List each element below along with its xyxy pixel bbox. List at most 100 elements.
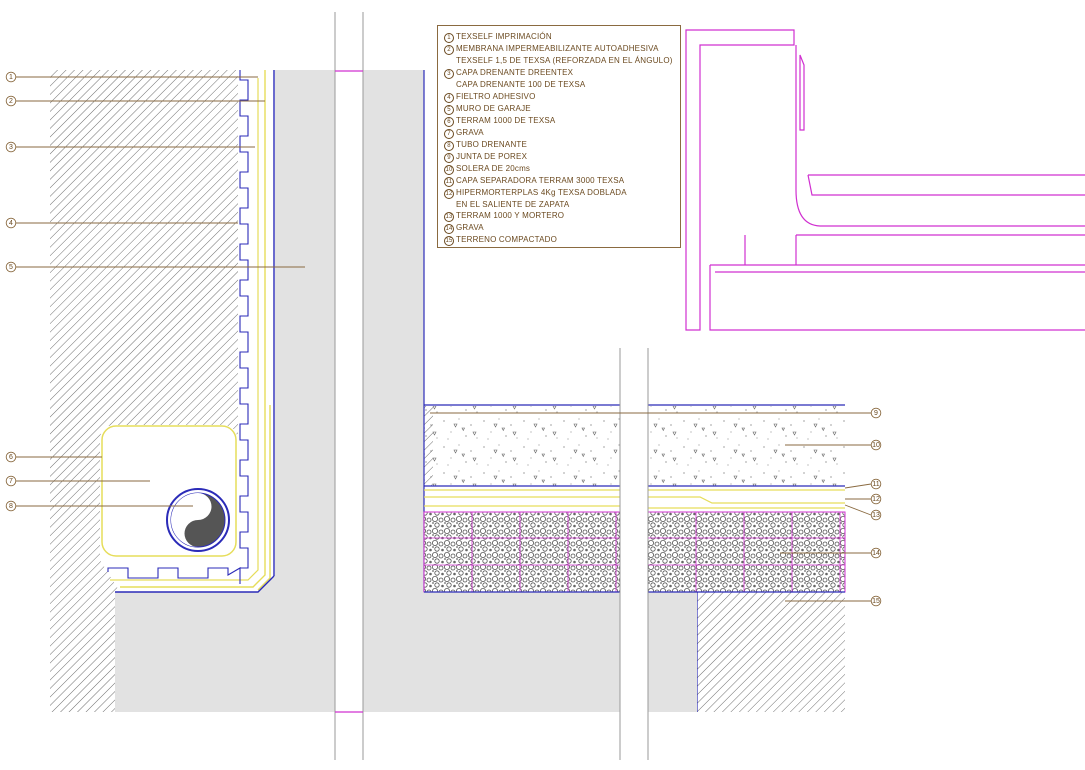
drain-layer-reinforce [257,405,271,591]
legend-number: 9 [444,152,454,163]
callout-circle-9 [870,407,882,419]
legend-text: MURO DE GARAJE [456,103,531,113]
legend-item-2-cont: TEXSELF 1,5 DE TEXSA (REFORZADA EN EL ÁN… [444,55,674,67]
legend-text: MEMBRANA IMPERMEABILIZANTE AUTOADHESIVA [456,44,659,53]
drain-layer-inner [110,78,259,581]
slab-right [648,406,845,486]
callout-number-4: 4 [9,220,13,227]
legend-text: JUNTA DE POREX [456,151,528,161]
callout-circle-11 [870,478,882,490]
legend-number: 15 [444,236,454,247]
callout-circle-5 [5,261,17,273]
callout-number-12: 12 [872,496,880,503]
slab-left [424,406,620,486]
right-callouts: 9 10 11 12 13 14 15 [430,407,882,607]
dimpled-drain-sheet [107,70,249,584]
legend-text: EN EL SALIENTE DE ZAPATA [456,199,570,209]
legend-text: GRAVA [456,127,484,137]
legend-text: CAPA DRENANTE DREENTEX [456,67,574,77]
legend-text: FIELTRO ADHESIVO [456,91,536,101]
callout-number-11: 11 [872,481,879,488]
callout-circle-4 [5,217,17,229]
callout-number-1: 1 [9,74,13,81]
callout-number-2: 2 [9,98,13,105]
callout-number-8: 8 [9,503,13,510]
callout-number-10: 10 [872,442,880,449]
gravel-grid [424,512,845,592]
left-soil-hatch [50,70,238,712]
callout-circle-10 [870,439,882,451]
legend-number: 14 [444,224,454,235]
callout-number-5: 5 [9,264,13,271]
callout-circle-2 [5,95,17,107]
legend-number: 7 [444,128,454,139]
callout-circle-13 [870,509,882,521]
drain-layer-outer [120,70,266,588]
legend-text: HIPERMORTERPLAS 4Kg TEXSA DOBLADA [456,187,627,197]
legend-number: 6 [444,116,454,127]
callout-number-6: 6 [9,454,13,461]
legend-number: 2 [444,45,454,55]
gravel-right [647,511,846,593]
legend-item-12-cont: EN EL SALIENTE DE ZAPATA [444,199,674,211]
callout-circle-1 [5,71,17,83]
legend-item-3-cont: CAPA DRENANTE 100 DE TEXSA [444,79,674,91]
legend-text: SOLERA DE 20cms [456,163,531,173]
callout-number-7: 7 [9,478,13,485]
callout-circle-14 [870,547,882,559]
legend-text: CAPA DRENANTE 100 DE TEXSA [456,79,586,89]
legend-number: 8 [444,140,454,151]
legend-text: TEXSELF 1,5 DE TEXSA (REFORZADA EN EL ÁN… [456,56,673,65]
legend-text: CAPA SEPARADORA TERRAM 3000 TEXSA [456,175,625,185]
garage-wall [115,70,620,712]
legend-text: TERRAM 1000 DE TEXSA [456,115,556,125]
callout-circle-12 [870,493,882,505]
legend-number: 10 [444,164,454,175]
legend-text: TERRAM 1000 Y MORTERO [456,211,565,221]
compacted-soil [697,592,845,712]
gravel-left [423,511,621,593]
callout-circle-15 [870,595,882,607]
callout-number-3: 3 [9,144,13,151]
callout-number-14: 14 [872,550,880,557]
legend-number: 12 [444,188,454,199]
callout-circle-7 [5,475,17,487]
callout-number-9: 9 [874,410,878,417]
roof-edge-detail [685,29,1085,331]
porex-joint [424,406,433,486]
break-gap [335,70,363,712]
legend-text: TUBO DRENANTE [456,139,528,149]
legend-number: 11 [444,176,454,187]
callout-leader-13 [844,504,872,516]
legend-number: 5 [444,104,454,115]
legend-number: 4 [444,92,454,103]
callout-number-13: 13 [872,512,880,519]
left-callouts: 1 2 3 4 5 6 7 8 [5,71,305,512]
callout-circle-6 [5,451,17,463]
legend-text: TERRENO COMPACTADO [456,235,558,245]
callout-leader-11 [844,483,872,489]
membrane-base [115,575,275,593]
callout-circle-3 [5,141,17,153]
legend-number: 1 [444,33,454,43]
legend-text: TEXSELF IMPRIMACIÓN [456,32,552,41]
legend-text: GRAVA [456,223,484,233]
callout-number-15: 15 [872,598,880,605]
legend-number: 13 [444,212,454,223]
